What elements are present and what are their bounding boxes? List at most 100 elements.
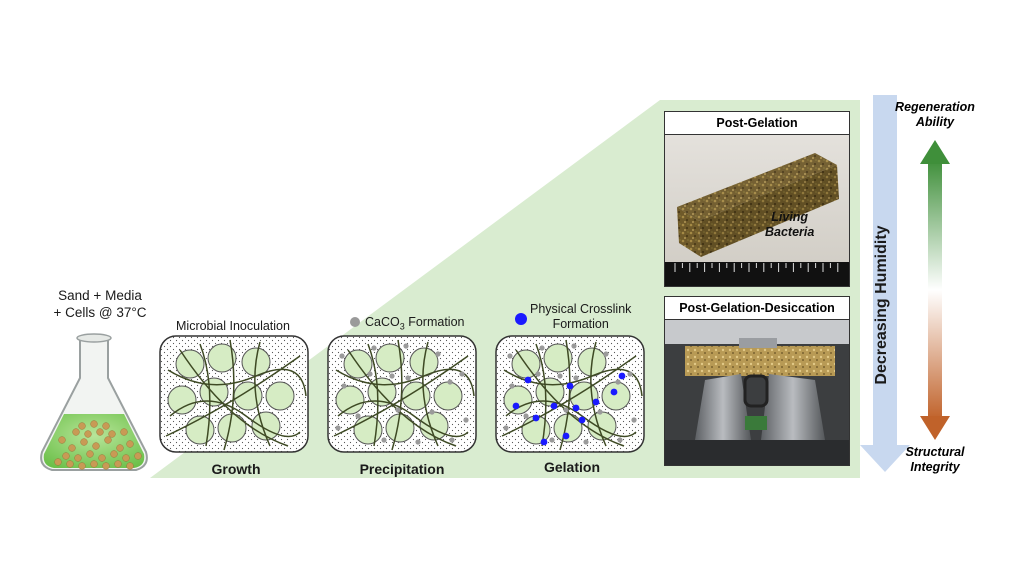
post-gelation-title: Post-Gelation	[665, 112, 849, 135]
sand-particle	[265, 381, 295, 411]
caco3-particle	[449, 437, 455, 443]
sand-grain	[102, 422, 110, 430]
regeneration-line1: Regeneration	[895, 100, 975, 114]
fiber	[367, 343, 379, 447]
post-gelation-photo: Post-Gelation	[664, 111, 850, 287]
humidity-label: Decreasing Humidity	[873, 225, 890, 385]
sand-particle	[375, 343, 405, 373]
caco3-suffix: Formation	[404, 315, 465, 329]
sand-grain	[134, 452, 142, 460]
fiber	[422, 341, 439, 447]
sand-grain	[102, 462, 110, 470]
crosslink-node	[532, 414, 540, 422]
crosslink-node	[618, 372, 626, 380]
sand-grain	[86, 450, 94, 458]
caco3-particle	[523, 413, 529, 419]
sand-particle	[433, 381, 463, 411]
caco3-prefix: CaCO	[365, 315, 400, 329]
fiber	[167, 368, 307, 397]
post-gelation-image	[665, 135, 849, 286]
flask-icon	[40, 333, 148, 471]
sand-grain	[62, 452, 70, 460]
precipitation-caption: Precipitation	[359, 461, 445, 477]
crosslink-node	[566, 382, 574, 390]
sand-grain	[122, 454, 130, 462]
caco3-particle	[367, 371, 373, 377]
fiber	[179, 349, 289, 447]
structural-label: Structural Integrity	[880, 445, 990, 475]
growth-caption: Growth	[211, 461, 261, 477]
fiber	[505, 400, 637, 438]
post-desiccation-image	[665, 320, 849, 465]
caco3-particle	[389, 373, 395, 379]
fiber	[535, 343, 547, 447]
caco3-particle	[395, 407, 401, 413]
humidity-label-wrap: Decreasing Humidity	[862, 225, 902, 384]
fiber	[337, 400, 469, 438]
post-desiccation-title: Post-Gelation-Desiccation	[665, 297, 849, 320]
caco3-particle	[535, 371, 541, 377]
sand-particle	[217, 413, 247, 443]
regeneration-label: Regeneration Ability	[880, 100, 990, 130]
fiber	[199, 343, 211, 447]
fiber	[347, 349, 457, 447]
sand-grain	[84, 430, 92, 438]
sand-grain	[98, 454, 106, 462]
caco3-particle	[539, 345, 545, 351]
structural-line1: Structural	[905, 445, 965, 459]
crosslink-node	[610, 388, 618, 396]
crosslink-node	[578, 416, 586, 424]
sand-grain	[126, 462, 134, 470]
sand-particle	[543, 343, 573, 373]
sand-grain	[66, 460, 74, 468]
sand-grain	[58, 436, 66, 444]
fiber	[501, 355, 637, 437]
humidity-arrow	[860, 95, 910, 472]
sand-grain	[96, 428, 104, 436]
fiber	[590, 341, 607, 447]
sand-grain	[78, 462, 86, 470]
sand-particle	[503, 385, 533, 415]
crosslink-label: Physical Crosslink Formation	[530, 302, 631, 332]
caco3-particle	[403, 343, 409, 349]
sand-grain	[68, 444, 76, 452]
caco3-particle	[447, 379, 453, 385]
caco3-particle	[631, 417, 637, 423]
gelation-caption: Gelation	[543, 459, 600, 475]
caco3-particle	[405, 375, 411, 381]
sand-particle	[601, 381, 631, 411]
living-bacteria-line1: Living	[771, 210, 809, 224]
sand-grain	[114, 460, 122, 468]
caco3-particle	[557, 373, 563, 379]
regeneration-line2: Ability	[915, 115, 955, 129]
living-bacteria-line2: Bacteria	[765, 225, 815, 239]
caco3-particle	[615, 379, 621, 385]
caco3-particle	[415, 439, 421, 445]
sand-grain	[78, 422, 86, 430]
matrix-box	[495, 335, 645, 453]
caco3-particle	[549, 437, 555, 443]
fiber	[335, 368, 475, 397]
sand-grain	[80, 438, 88, 446]
brick-image	[665, 135, 849, 286]
fiber	[254, 341, 271, 447]
tensile-test-image	[665, 320, 849, 465]
caco3-particle	[627, 371, 633, 377]
sand-grain	[90, 420, 98, 428]
crosslink-node	[562, 432, 570, 440]
sand-particle	[207, 343, 237, 373]
crosslink-node	[524, 376, 532, 384]
caco3-particle	[509, 383, 515, 389]
sand-grain	[72, 428, 80, 436]
crosslink-node	[572, 404, 580, 412]
crosslink-label-line1: Physical Crosslink	[530, 302, 632, 316]
fiber	[391, 339, 403, 451]
living-bacteria-annotation: Living Bacteria	[765, 210, 814, 240]
caco3-particle	[459, 371, 465, 377]
fiber	[223, 339, 235, 451]
flask-label: Sand + Media + Cells @ 37°C	[40, 287, 160, 321]
caco3-particle	[435, 351, 441, 357]
caco3-particle	[341, 383, 347, 389]
crosslink-node	[540, 438, 548, 446]
caco3-particle	[563, 407, 569, 413]
